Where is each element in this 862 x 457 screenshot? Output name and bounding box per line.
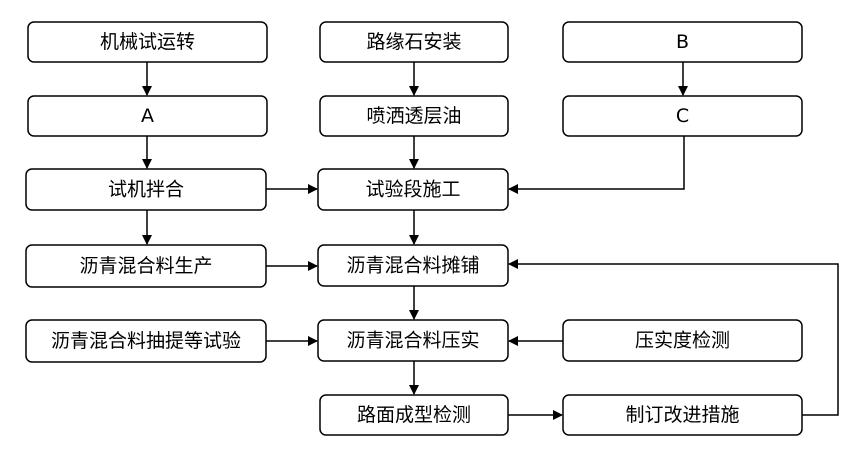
node-compaction-check-label: 压实度检测 xyxy=(635,330,730,352)
node-machine-test-label: 机械试运转 xyxy=(100,31,195,53)
node-improvement-measures: 制订改进措施 xyxy=(562,394,803,436)
node-asphalt-sampling-test-label: 沥青混合料抽提等试验 xyxy=(51,330,241,352)
node-surface-inspection-label: 路面成型检测 xyxy=(357,404,471,426)
node-b-label: B xyxy=(676,31,689,53)
node-c-label: C xyxy=(676,105,689,127)
node-prime-coat: 喷洒透层油 xyxy=(319,95,509,137)
node-b: B xyxy=(562,21,803,63)
node-trial-mix-label: 试机拌合 xyxy=(108,179,184,201)
node-curb-install-label: 路缘石安装 xyxy=(366,31,461,53)
node-a-label: A xyxy=(141,105,154,127)
node-prime-coat-label: 喷洒透层油 xyxy=(366,105,461,127)
arrow-c-to-trial-section xyxy=(508,136,685,194)
node-trial-section-label: 试验段施工 xyxy=(365,179,460,201)
node-asphalt-compaction: 沥青混合料压实 xyxy=(317,319,509,362)
node-asphalt-sampling-test: 沥青混合料抽提等试验 xyxy=(25,319,267,363)
node-a: A xyxy=(27,95,268,137)
node-c: C xyxy=(562,95,803,137)
arrow-improvement-to-paving xyxy=(508,259,839,416)
node-curb-install: 路缘石安装 xyxy=(319,21,509,63)
node-trial-section: 试验段施工 xyxy=(317,168,509,211)
node-machine-test: 机械试运转 xyxy=(27,21,268,63)
node-asphalt-paving-label: 沥青混合料摊铺 xyxy=(346,255,479,277)
node-surface-inspection: 路面成型检测 xyxy=(319,394,509,436)
node-improvement-measures-label: 制订改进措施 xyxy=(625,404,739,426)
node-compaction-check: 压实度检测 xyxy=(562,319,803,362)
node-asphalt-production: 沥青混合料生产 xyxy=(25,244,267,288)
node-trial-mix: 试机拌合 xyxy=(25,168,267,211)
node-asphalt-production-label: 沥青混合料生产 xyxy=(79,255,212,277)
node-asphalt-paving: 沥青混合料摊铺 xyxy=(317,244,509,287)
node-asphalt-compaction-label: 沥青混合料压实 xyxy=(346,330,479,352)
